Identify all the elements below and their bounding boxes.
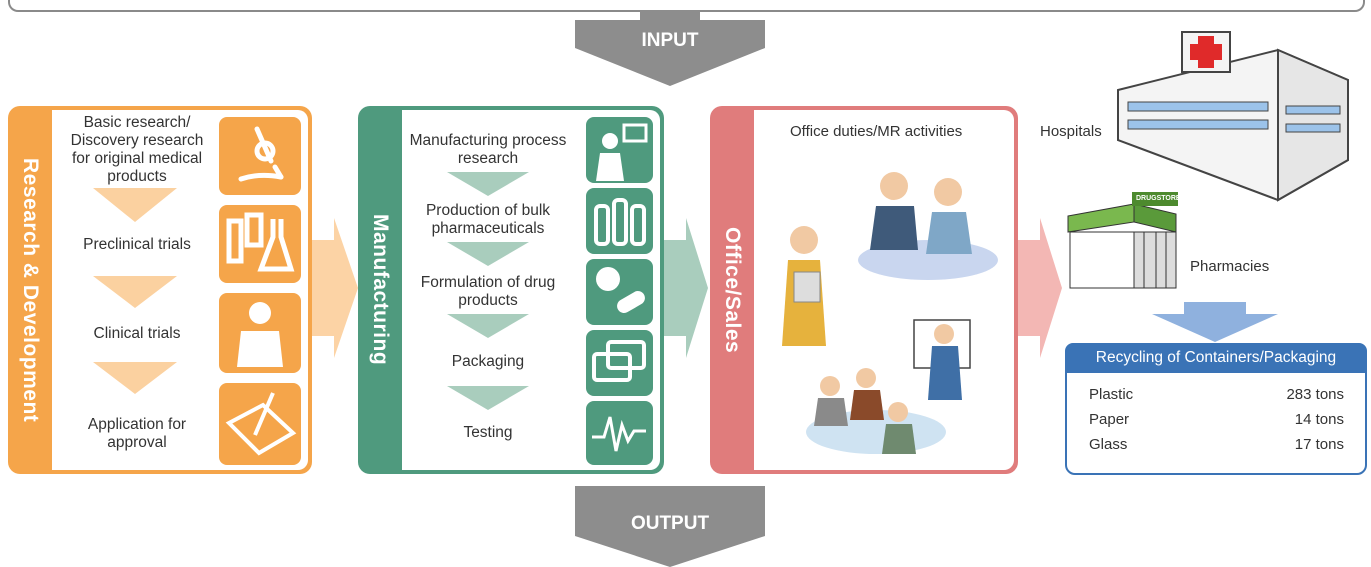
mfg-step-arrow: [447, 172, 529, 196]
rd-label: Research & Development: [19, 157, 42, 423]
recycling-amount: 283 tons: [1286, 386, 1344, 403]
flask-syringe-icon: [219, 205, 301, 283]
mfg-step-arrow: [447, 386, 529, 410]
mfg-step-arrow: [447, 242, 529, 266]
bulk-tanks-icon: [586, 188, 653, 254]
office-people-illustration: [782, 172, 998, 454]
hospital-building-illustration: [1117, 31, 1349, 202]
flow-arrow-office-destinations: [1018, 218, 1062, 358]
rd-step-clinical: Clinical trials: [93, 325, 181, 342]
mfg-step-formulation: Formulation of drug products: [420, 274, 556, 309]
recycling-title: Recycling of Containers/Packaging: [1065, 343, 1367, 373]
pharmacies-label: Pharmacies: [1190, 258, 1270, 275]
office-label: Office/Sales: [721, 226, 744, 354]
office-caption: Office duties/MR activities: [790, 123, 963, 140]
recycling-material: Glass: [1089, 436, 1128, 453]
rd-step-application: Application for approval: [87, 416, 187, 451]
mfg-label: Manufacturing: [369, 214, 392, 366]
microscope-icon: [219, 117, 301, 195]
mfg-step-testing: Testing: [463, 424, 513, 441]
recycling-material: Plastic: [1089, 386, 1134, 403]
mfg-step-bulk-production: Production of bulk pharmaceuticals: [425, 202, 551, 237]
input-arrow: [575, 10, 765, 86]
doctor-icon: [219, 293, 301, 373]
mfg-step-process-research: Manufacturing process research: [409, 132, 567, 167]
rd-step-arrow: [93, 362, 177, 394]
recycling-material: Paper: [1089, 411, 1130, 428]
rd-step-arrow: [93, 188, 177, 222]
signing-document-icon: [219, 383, 301, 465]
output-label: OUTPUT: [630, 513, 710, 534]
rd-step-preclinical: Preclinical trials: [83, 236, 191, 253]
testing-graph-icon: [586, 401, 653, 465]
hospitals-label: Hospitals: [1040, 123, 1102, 140]
tablets-capsules-icon: [586, 259, 653, 325]
mfg-step-arrow: [447, 314, 529, 338]
flow-arrow-rd-mfg: [312, 218, 358, 358]
flow-arrow-to-recycling: [1152, 302, 1278, 342]
researcher-presentation-icon: [586, 117, 653, 183]
packages-icon: [586, 330, 653, 396]
recycling-amount: 14 tons: [1294, 411, 1344, 428]
drugstore-sign: DRUGSTORE: [1136, 195, 1181, 202]
rd-step-basic-research: Basic research/ Discovery research for o…: [70, 114, 204, 185]
rd-step-arrow: [93, 276, 177, 308]
mfg-step-packaging: Packaging: [451, 353, 525, 370]
flow-arrow-mfg-office: [664, 218, 708, 358]
pharmacy-building-illustration: [1067, 192, 1178, 289]
recycling-amount: 17 tons: [1294, 436, 1344, 453]
input-label: INPUT: [641, 30, 699, 51]
output-arrow: [575, 486, 765, 567]
